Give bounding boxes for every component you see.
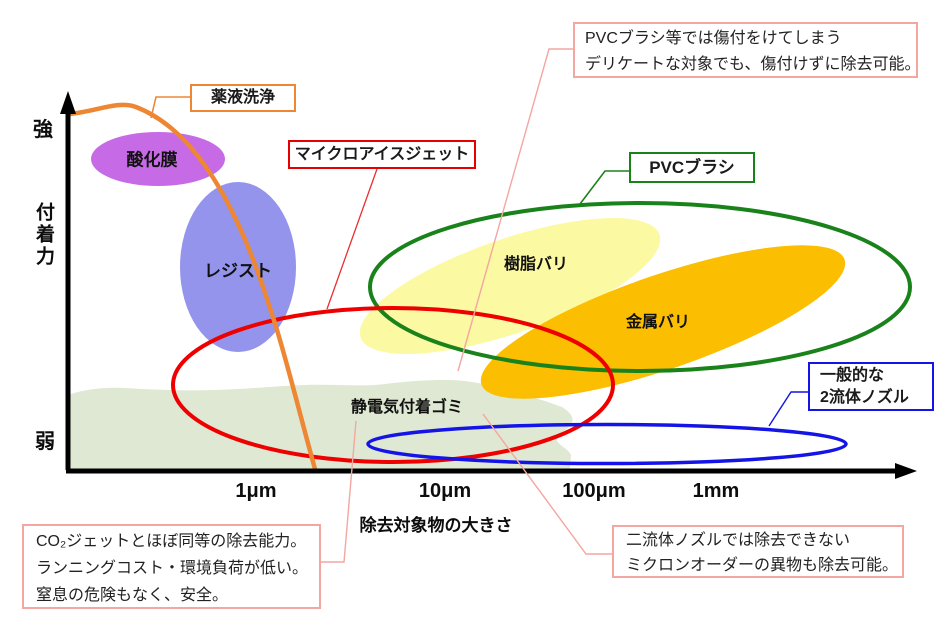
static-dust-label: 静電気付着ゴミ — [350, 399, 464, 416]
co2-jet-note-line1: CO₂ジェットとほぼ同等の除去能力。 — [36, 533, 307, 550]
micron-order-note: 二流体ノズルでは除去できない ミクロンオーダーの異物も除去可能。 — [612, 525, 904, 578]
oxide-film-label: 酸化膜 — [126, 150, 178, 170]
pvc-brush-ellipse — [368, 201, 912, 373]
x-axis-title: 除去対象物の大きさ — [359, 516, 513, 535]
x-tick-100um: 100μm — [562, 480, 626, 502]
micro-ice-jet-ellipse — [171, 306, 615, 464]
y-axis-title: 付着力 — [33, 202, 54, 268]
y-axis-arrowhead — [60, 91, 76, 114]
chemical-cleaning-curve — [68, 102, 318, 470]
micron-order-note-line2: ミクロンオーダーの異物も除去可能。 — [626, 557, 899, 574]
two-fluid-nozzle-leader-line — [768, 391, 808, 427]
micron-order-note-line1: 二流体ノズルでは除去できない — [626, 532, 851, 549]
co2-jet-note: CO₂ジェットとほぼ同等の除去能力。 ランニングコスト・環境負荷が低い。 窒息の… — [22, 524, 321, 609]
pvc-scratch-note: PVCブラシ等では傷付をけてしまう デリケートな対象でも、傷付けずに除去可能。 — [573, 22, 921, 78]
pvc-scratch-note-line1: PVCブラシ等では傷付をけてしまう — [585, 30, 842, 47]
co2-jet-note-line2: ランニングコスト・環境負荷が低い。 — [36, 560, 309, 577]
co2-note-leader-line — [321, 420, 357, 563]
resin-burr-ellipse — [359, 218, 661, 354]
x-axis-arrowhead — [895, 463, 917, 479]
pvc-scratch-note-line2: デリケートな対象でも、傷付けずに除去可能。 — [585, 56, 921, 73]
resist-ellipse — [180, 182, 296, 352]
nozzle-note-leader-line — [482, 413, 612, 555]
x-tick-1um: 1μm — [235, 480, 277, 502]
y-axis-strong-label: 強 — [33, 119, 53, 141]
y-axis-weak-label: 弱 — [35, 431, 55, 453]
metal-burr-ellipse — [480, 245, 846, 399]
x-tick-10um: 10μm — [418, 480, 472, 502]
two-fluid-nozzle-tag-line2: 2流体ノズル — [820, 389, 909, 406]
two-fluid-nozzle-tag-line1: 一般的な — [820, 367, 885, 384]
two-fluid-nozzle-ellipse — [366, 422, 848, 466]
x-tick-1mm: 1mm — [692, 480, 740, 502]
chemical-cleaning-leader-line — [150, 96, 190, 119]
metal-burr-label: 金属バリ — [625, 314, 691, 331]
micro-ice-jet-leader-line — [326, 168, 378, 310]
co2-jet-note-line3: 窒息の危険もなく、安全。 — [36, 587, 229, 604]
pvc-brush-leader-line — [579, 170, 629, 205]
two-fluid-nozzle-tag: 一般的な 2流体ノズル — [808, 362, 934, 411]
static-dust-region — [68, 380, 573, 469]
pvc-note-leader-line — [457, 48, 573, 372]
resin-burr-label: 樹脂バリ — [503, 256, 569, 273]
resist-label: レジスト — [204, 261, 272, 281]
pvc-brush-tag: PVCブラシ — [629, 152, 755, 183]
chemical-cleaning-tag: 薬液洗浄 — [190, 84, 296, 112]
micro-ice-jet-tag: マイクロアイスジェット — [288, 140, 476, 169]
